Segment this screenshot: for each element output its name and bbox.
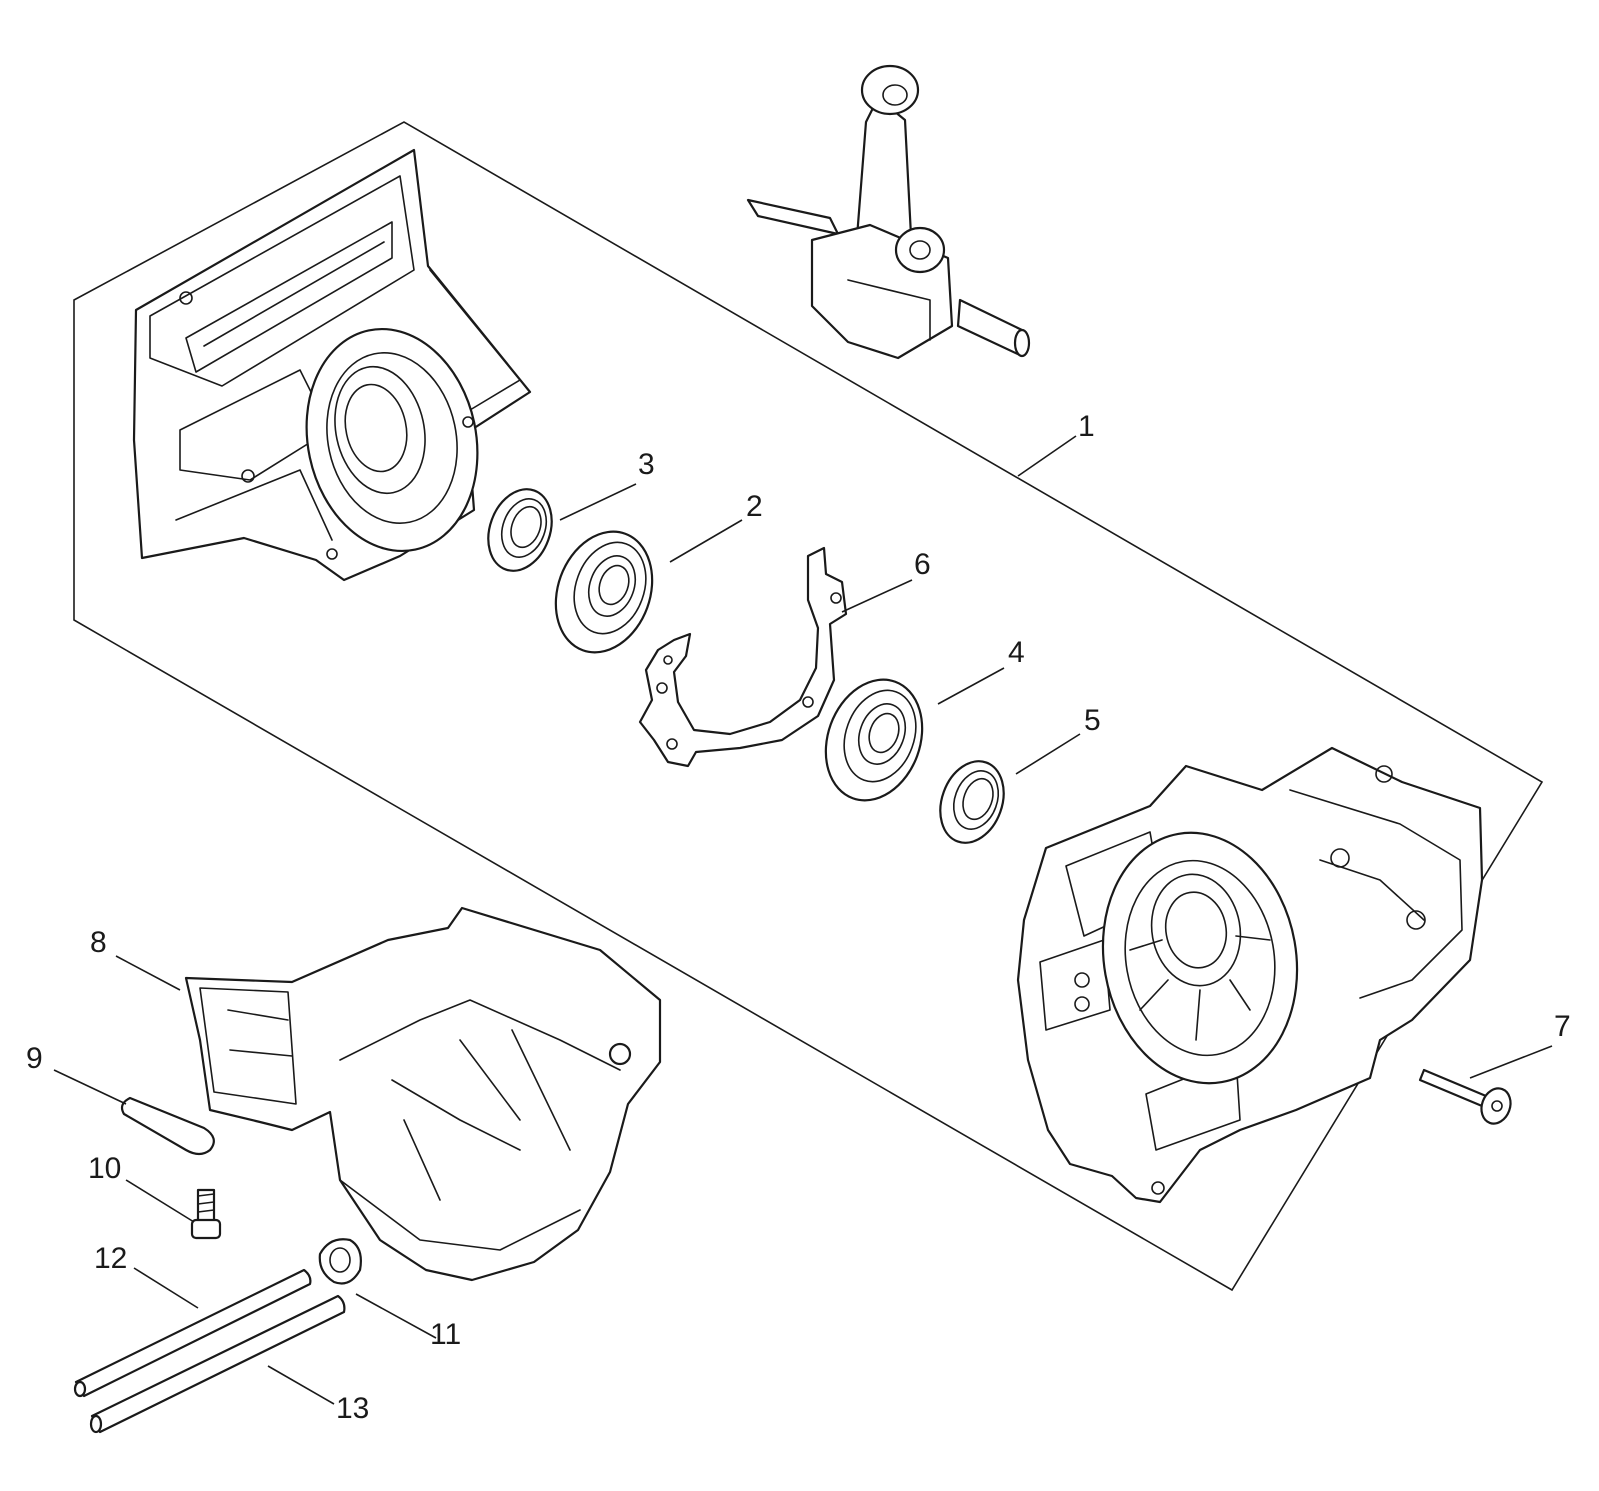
oil-seal-upper	[487, 488, 553, 572]
callout-12: 12	[94, 1242, 127, 1275]
leader-10	[125, 1179, 195, 1223]
callout-4: 4	[1008, 636, 1025, 669]
leader-1	[1017, 435, 1077, 477]
leader-5	[1015, 733, 1081, 775]
hose-long	[73, 1268, 312, 1398]
leader-lines	[53, 435, 1553, 1405]
crankcase-left-half	[132, 148, 532, 582]
leader-8	[115, 955, 181, 991]
callout-3: 3	[638, 448, 655, 481]
leader-13	[267, 1365, 335, 1405]
leader-7	[1469, 1045, 1553, 1079]
small-screw	[190, 1188, 222, 1240]
oil-seal-lower	[939, 760, 1005, 844]
leader-9	[53, 1069, 127, 1105]
callout-13: 13	[336, 1392, 369, 1425]
callout-6: 6	[914, 548, 931, 581]
leader-2	[669, 519, 743, 563]
callout-11: 11	[430, 1318, 461, 1351]
leader-4	[937, 667, 1005, 705]
tank-cover	[184, 906, 662, 1282]
callout-9: 9	[26, 1042, 43, 1075]
callout-10: 10	[88, 1152, 121, 1185]
callout-5: 5	[1084, 704, 1101, 737]
callout-7: 7	[1554, 1010, 1571, 1043]
leader-3	[559, 483, 637, 521]
leader-12	[133, 1267, 199, 1309]
grommet	[318, 1238, 362, 1285]
callout-2: 2	[746, 490, 763, 523]
hose-short	[89, 1294, 346, 1434]
leader-11	[355, 1293, 437, 1339]
hose-clip	[120, 1096, 215, 1156]
crankshaft	[746, 64, 1031, 360]
leader-6	[841, 579, 913, 613]
crankcase-right-half	[1016, 746, 1484, 1204]
callout-8: 8	[90, 926, 107, 959]
ball-bearing-upper	[554, 530, 654, 654]
ball-bearing-lower	[824, 678, 924, 802]
callout-1: 1	[1078, 410, 1095, 443]
crankcase-screw	[1418, 1068, 1512, 1125]
crankcase-gasket	[638, 546, 848, 768]
callout-numbers: 1 3 2 6 4 5 7 8 9 10 11 12 13	[26, 410, 1571, 1425]
